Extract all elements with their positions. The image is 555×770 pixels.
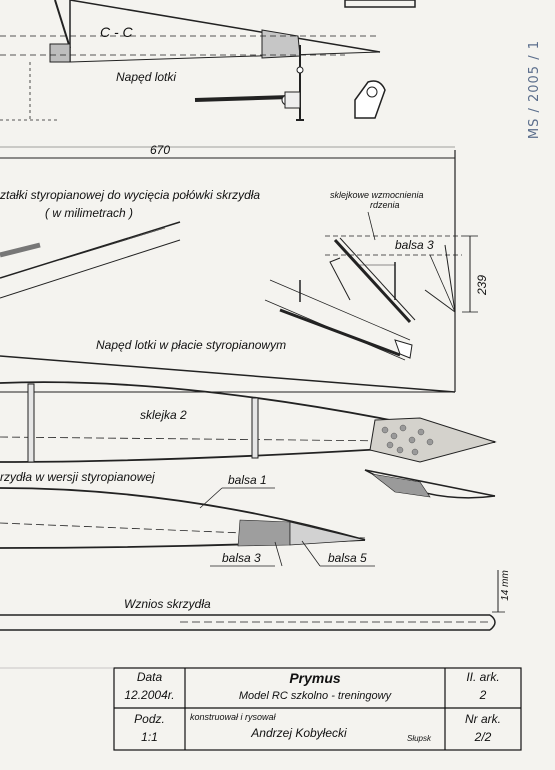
trailing-edge-detail [364, 469, 496, 499]
date-label: Data [136, 670, 163, 684]
core-label: rdzenia [370, 200, 400, 210]
aileron-drive-label: Napęd lotki [116, 70, 177, 84]
balsa5-label: balsa 5 [328, 551, 367, 565]
scale-label: Podz. [134, 712, 165, 726]
balsa1-label: balsa 1 [228, 473, 267, 487]
model-description: Model RC szkolno - treningowy [238, 690, 392, 702]
sheet-label: II. ark. [466, 670, 500, 684]
aileron-in-foam-label: Napęd lotki w płacie styropianowym [96, 338, 287, 352]
section-cc-label: C - C [100, 24, 133, 40]
section-cc-drawing [0, 0, 416, 121]
dimension-670-label: 670 [150, 143, 171, 157]
date-value: 12.2004r. [124, 688, 175, 702]
dimension-670-line [0, 146, 456, 392]
city: Słupsk [406, 734, 431, 743]
dimension-14mm-label: 14 mm [499, 570, 511, 601]
sheet-number-value: 2/2 [474, 730, 492, 744]
foam-template-units: ( w milimetrach ) [45, 206, 134, 220]
foam-wing-section [0, 487, 375, 567]
stone-texture [381, 424, 434, 456]
sheet-number-label: Nr ark. [465, 712, 501, 726]
title-block-frame [113, 667, 522, 751]
balsa3-bottom-label: balsa 3 [222, 551, 261, 565]
handwritten-note: MS / 2005 / 1 [527, 40, 542, 140]
foam-template-outline [0, 221, 456, 393]
sheet-value: 2 [479, 688, 487, 702]
designer-name: Andrzej Kobyłecki [251, 726, 347, 740]
foam-version-label: rzydła w wersji styropianowej [0, 470, 155, 484]
balsa3-top-label: balsa 3 [395, 238, 434, 252]
dimension-239-label: 239 [475, 274, 490, 296]
foam-template-title: ztałki styropianowej do wycięcia połówki… [0, 188, 261, 202]
sklejka2-label: sklejka 2 [140, 408, 187, 422]
model-name: Prymus [289, 670, 341, 686]
designer-label: konstruował i rysował [190, 712, 276, 722]
dihedral-label: Wznios skrzydła [124, 597, 211, 611]
title-block: Data 12.2004r. Podz. 1:1 Prymus Model RC… [114, 668, 521, 750]
plywood-reinforcement-detail [264, 211, 478, 361]
scale-value: 1:1 [141, 730, 158, 744]
wing-rib-section [0, 381, 497, 463]
plywood-reinforcement-label: sklejkowe wzmocnienia [330, 190, 424, 200]
dihedral-bar [0, 570, 505, 631]
